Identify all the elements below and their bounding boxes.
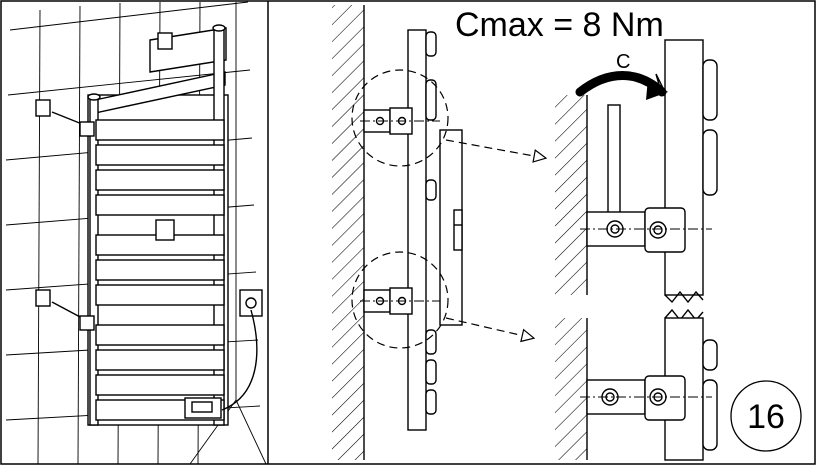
middle-bracket-lower: [360, 287, 440, 315]
torque-spec-label: Cmax = 8 Nm: [455, 6, 664, 44]
detail-fixing-lower: [580, 375, 712, 421]
center-bracket: [155, 219, 175, 241]
top-bracket: [157, 32, 173, 50]
radiator-side-fins: [425, 31, 437, 415]
detail-wall-lower: [555, 318, 587, 460]
wall-bracket-lower: [35, 289, 95, 331]
detail-circle-lower: [351, 251, 449, 349]
radiator-panels: [95, 119, 225, 421]
towel-radiator: [87, 24, 229, 426]
step-number: 16: [747, 398, 785, 436]
detail-fixing-upper: [580, 207, 712, 253]
detail-circle-upper: [351, 69, 449, 167]
callout-arrow-upper: [445, 139, 545, 158]
detail-wall-upper: [555, 95, 587, 295]
radiator-side-tube: [407, 29, 427, 431]
middle-bracket-upper: [360, 107, 440, 135]
wall-section-hatched: [332, 5, 364, 460]
torque-symbol: C: [616, 51, 630, 73]
left-panel: [5, 1, 267, 465]
callout-arrow-lower: [445, 317, 533, 338]
middle-panel: [332, 5, 545, 460]
step-number-circle: [730, 380, 802, 452]
right-panel: C Cmax = 8 Nm 16: [455, 6, 802, 461]
wall-bracket-upper: [35, 99, 95, 137]
power-cable: [221, 309, 258, 411]
control-box: [184, 289, 263, 419]
